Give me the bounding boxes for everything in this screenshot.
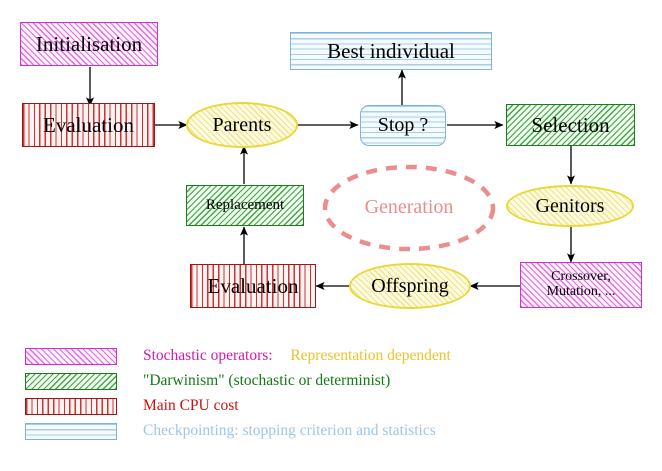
node-parents-label: Parents <box>212 113 272 136</box>
legend-row-main-cpu-cost: Main CPU cost <box>25 397 239 415</box>
legend-swatch-green-diagonal <box>25 372 117 390</box>
node-stop[interactable]: Stop ? <box>360 105 446 146</box>
node-genitors[interactable]: Genitors <box>506 185 634 227</box>
node-best-individual[interactable]: Best individual <box>290 32 492 70</box>
legend-row-darwinism: "Darwinism" (stochastic or determinist) <box>25 372 390 390</box>
node-evaluation-top[interactable]: Evaluation <box>22 103 155 147</box>
node-evaluation-bottom-label: Evaluation <box>207 273 299 298</box>
node-replacement[interactable]: Replacement <box>186 185 304 226</box>
legend-label-checkpointing: Checkpointing: stopping criterion and st… <box>143 422 436 439</box>
node-evaluation-top-label: Evaluation <box>43 112 134 137</box>
node-replacement-label: Replacement <box>205 196 285 213</box>
legend-swatch-magenta-diagonal <box>25 347 117 365</box>
node-evaluation-bottom[interactable]: Evaluation <box>190 264 316 308</box>
node-crossover-mutation[interactable]: Crossover, Mutation, ... <box>520 262 642 308</box>
node-offspring[interactable]: Offspring <box>349 263 471 309</box>
legend-swatch-red-vertical <box>25 397 117 415</box>
node-stop-label: Stop ? <box>377 114 429 136</box>
node-generation-label: Generation <box>364 196 454 218</box>
node-parents[interactable]: Parents <box>186 102 298 148</box>
node-selection-label: Selection <box>531 112 610 137</box>
node-best-individual-label: Best individual <box>327 38 455 63</box>
legend-label-representation-dependent: Representation dependent <box>290 347 451 364</box>
legend-row-checkpointing: Checkpointing: stopping criterion and st… <box>25 422 436 440</box>
node-selection[interactable]: Selection <box>506 104 635 146</box>
node-crossover-mutation-label-line1: Crossover, <box>551 269 611 285</box>
node-genitors-label: Genitors <box>535 194 605 217</box>
generation-ellipse <box>322 164 496 252</box>
legend-label-stochastic-operators: Stochastic operators: <box>143 347 273 364</box>
legend-row-stochastic-operators: Stochastic operators: Representation dep… <box>25 347 451 365</box>
node-initialisation-label: Initialisation <box>35 31 143 56</box>
legend-swatch-blue-horizontal <box>25 422 117 440</box>
node-offspring-label: Offspring <box>371 274 449 297</box>
node-crossover-mutation-label-line2: Mutation, ... <box>546 284 616 299</box>
legend-label-main-cpu-cost: Main CPU cost <box>143 397 239 414</box>
node-initialisation[interactable]: Initialisation <box>20 22 158 66</box>
legend-label-darwinism: "Darwinism" (stochastic or determinist) <box>143 372 391 389</box>
